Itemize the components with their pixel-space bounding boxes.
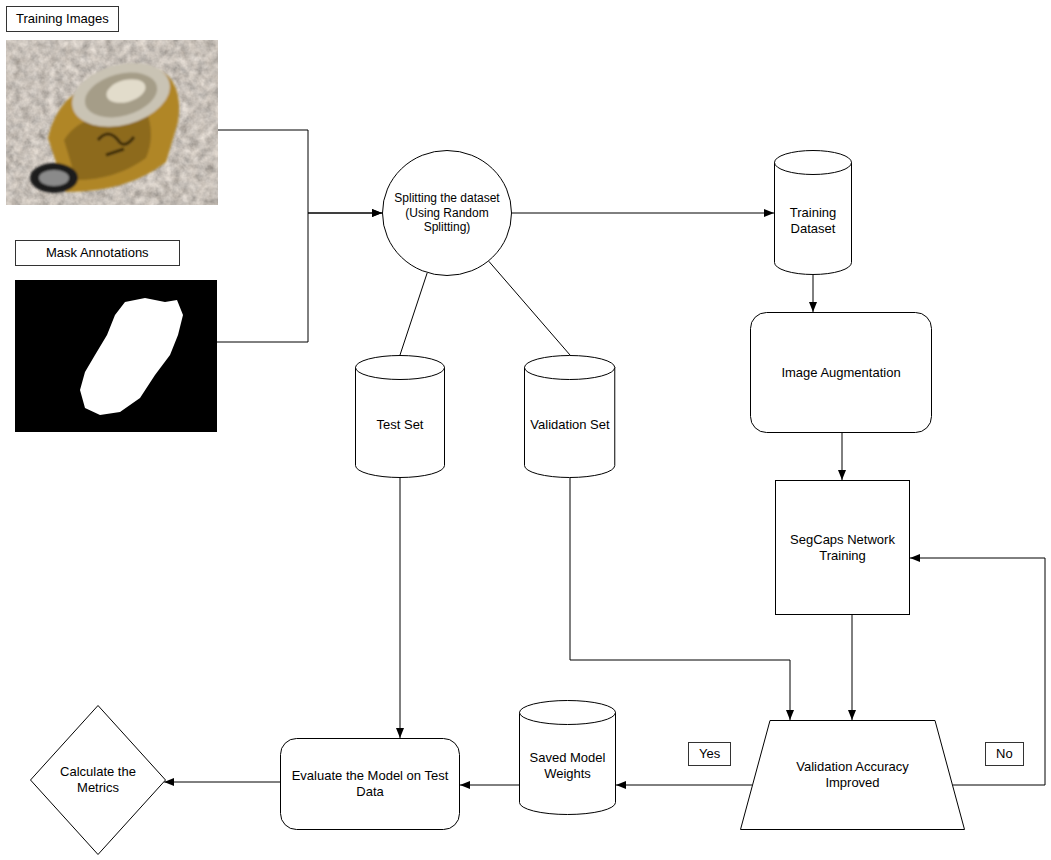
outline-part: [520, 701, 616, 725]
node-text-group: Training Images: [6, 6, 119, 32]
node-text-group: Training Dataset: [780, 205, 846, 236]
can-lid-glare: [104, 75, 148, 107]
dark-ring: [30, 163, 78, 193]
node-text-group: Splitting the dataset (Using Random Spli…: [388, 191, 506, 234]
decision-diamond: Calculate the Metrics: [30, 705, 166, 855]
outline-part: [525, 367, 615, 478]
outline-part: [520, 712, 616, 815]
node-text: Validation Accuracy Improved: [783, 759, 923, 790]
node-text: Test Set: [377, 417, 424, 433]
node-text-group: Evaluate the Model on Test Data: [290, 768, 450, 799]
node-text: Evaluate the Model on Test Data: [290, 768, 450, 799]
mask-ground: [15, 280, 217, 432]
connector: [218, 130, 382, 213]
edge-label: Yes: [688, 742, 731, 766]
node-text: SegCaps Network Training: [788, 532, 898, 563]
data-cylinder: Test Set: [355, 355, 445, 478]
outline-part: [31, 706, 166, 855]
connector: [460, 785, 519, 786]
connector: [489, 261, 570, 355]
connector: [164, 782, 280, 783]
node-text-group: Validation Set: [530, 417, 609, 433]
node-text: Image Augmentation: [781, 365, 900, 381]
image-caption-box: Training Images: [6, 6, 119, 32]
connector: [217, 213, 382, 342]
edge-label: No: [985, 742, 1024, 766]
outline-part: [775, 162, 852, 274]
data-cylinder: Validation Set: [524, 355, 615, 478]
image-caption-box: Mask Annotations: [15, 240, 180, 266]
mask-blob: [80, 298, 183, 415]
can-lid: [65, 53, 177, 137]
connector: [400, 478, 401, 738]
data-cylinder: Saved Model Weights: [519, 700, 616, 815]
node-text-group: Validation Accuracy Improved: [783, 759, 923, 790]
node-text: Validation Set: [530, 417, 609, 433]
outline-part: [776, 481, 910, 615]
image-input: Training Images: [6, 6, 218, 205]
node-text: Training Dataset: [780, 205, 846, 236]
mask-input: Mask Annotations: [15, 240, 217, 432]
edge-label-holder: Yes: [688, 742, 731, 766]
outline-part: [383, 151, 512, 276]
node-text-group: Image Augmentation: [781, 365, 900, 381]
mask-image: [15, 280, 217, 432]
node-text-group: Mask Annotations: [15, 240, 180, 266]
photo-ground: [6, 40, 218, 205]
process-box: SegCaps Network Training: [775, 480, 910, 615]
data-cylinder: Training Dataset: [774, 150, 852, 275]
process-ellipse: Splitting the dataset (Using Random Spli…: [382, 150, 512, 276]
outline-part: [356, 367, 445, 478]
node-text-group: Calculate the Metrics: [50, 764, 146, 795]
node-text-group: SegCaps Network Training: [788, 532, 898, 563]
connector: [852, 615, 853, 720]
connector: [842, 433, 843, 480]
node-outline: [524, 355, 615, 478]
dark-ring-center: [39, 170, 69, 186]
decision-trapezoid: Validation Accuracy Improved: [740, 720, 965, 830]
connector: [616, 785, 752, 786]
node-text-group: Saved Model Weights: [525, 750, 610, 781]
training-photo: [6, 40, 218, 205]
can-lid-rim: [80, 65, 162, 125]
node-text: Saved Model Weights: [525, 750, 610, 781]
outline-part: [525, 356, 615, 380]
node-outline: [355, 355, 445, 478]
process-box: Evaluate the Model on Test Data: [280, 738, 460, 830]
process-box: Image Augmentation: [750, 312, 932, 433]
node-text: Calculate the Metrics: [50, 764, 146, 795]
outline-part: [741, 721, 965, 830]
connector: [570, 478, 790, 720]
connector: [400, 273, 427, 355]
node-text-group: Test Set: [377, 417, 424, 433]
outline-part: [281, 739, 460, 830]
can-figure: [30, 53, 179, 193]
edge-label-holder: No: [985, 742, 1024, 766]
outline-part: [751, 313, 932, 433]
outline-part: [356, 356, 445, 380]
node-text: Splitting the dataset (Using Random Spli…: [388, 191, 506, 234]
connector: [512, 213, 774, 214]
can-marks: [98, 134, 134, 155]
outline-part: [775, 151, 852, 175]
connector: [813, 275, 814, 312]
